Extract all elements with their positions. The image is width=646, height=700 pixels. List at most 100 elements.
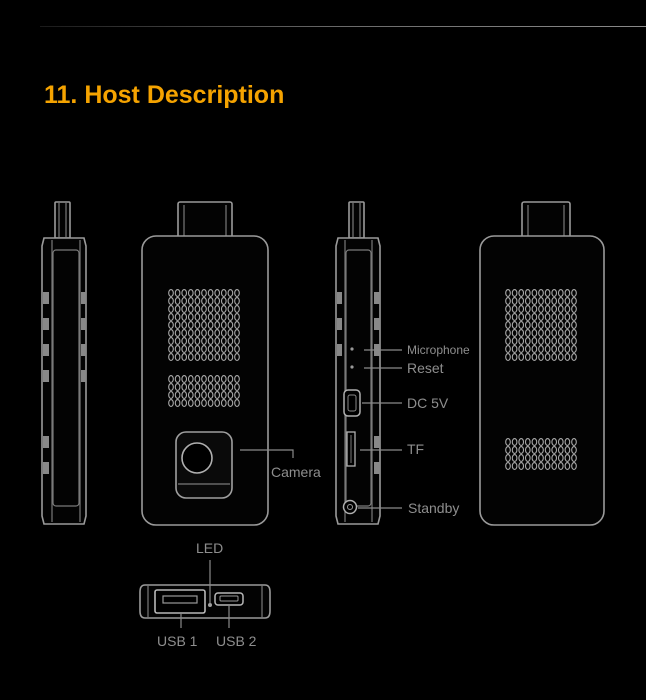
vent-hole	[174, 313, 181, 321]
vent-hole	[214, 353, 221, 361]
vent-hole	[234, 321, 240, 329]
vent-hole	[531, 337, 538, 345]
vent-hole	[518, 321, 525, 329]
vent-grille-lower	[168, 375, 240, 407]
vent-hole	[181, 399, 188, 407]
front-view: Camera	[141, 201, 321, 526]
vent-hole	[544, 289, 551, 297]
vent-hole	[181, 313, 188, 321]
vent-hole	[531, 329, 538, 337]
vent-hole	[531, 313, 538, 321]
vent-hole	[194, 375, 201, 383]
vent-hole	[538, 337, 544, 345]
vent-hole	[201, 345, 207, 353]
vent-hole	[207, 329, 214, 337]
hdmi-plug-front	[177, 201, 233, 240]
vent-hole	[194, 329, 201, 337]
vent-hole	[168, 375, 174, 383]
vent-hole	[571, 305, 577, 313]
camera-lens	[181, 442, 213, 474]
vent-hole	[564, 337, 571, 345]
standby-button	[342, 499, 358, 515]
led-dot	[208, 603, 212, 607]
vent-hole	[551, 446, 558, 454]
vent-hole	[214, 313, 221, 321]
vent-hole	[234, 297, 240, 305]
vent-hole	[505, 454, 511, 462]
vent-hole	[201, 337, 207, 345]
vent-hole	[187, 305, 194, 313]
vent-hole	[557, 337, 564, 345]
vent-hole	[505, 289, 511, 297]
vent-hole	[227, 321, 234, 329]
vent-hole	[524, 337, 531, 345]
vent-hole	[194, 399, 201, 407]
vent-hole	[181, 297, 188, 305]
end-view: LED USB 1 USB 2	[139, 540, 271, 649]
vent-hole	[538, 353, 544, 361]
page-title: 11. Host Description	[44, 81, 285, 109]
vent-hole	[207, 399, 214, 407]
vent-hole	[531, 353, 538, 361]
vent-hole	[194, 353, 201, 361]
led-label: LED	[196, 540, 223, 556]
vent-hole	[551, 329, 558, 337]
vent-hole	[227, 353, 234, 361]
vent-hole	[524, 289, 531, 297]
vent-hole	[511, 313, 518, 321]
vent-hole	[557, 454, 564, 462]
vent-hole	[207, 297, 214, 305]
vent-hole	[207, 305, 214, 313]
reset-hole	[350, 365, 354, 369]
vent-hole	[214, 337, 221, 345]
vent-hole	[227, 345, 234, 353]
vent-hole	[531, 446, 538, 454]
vent-hole	[544, 337, 551, 345]
vent-hole	[201, 297, 207, 305]
vent-hole	[220, 399, 227, 407]
vent-hole	[571, 289, 577, 297]
vent-hole	[531, 438, 538, 446]
vent-hole	[187, 391, 194, 399]
vent-hole	[571, 454, 577, 462]
vent-hole	[194, 305, 201, 313]
vent-hole	[511, 454, 518, 462]
vent-hole	[201, 305, 207, 313]
vent-hole	[505, 345, 511, 353]
camera-label: Camera	[271, 464, 321, 480]
vent-hole	[564, 353, 571, 361]
vent-hole	[227, 399, 234, 407]
hdmi-plug-back	[521, 201, 571, 240]
vent-hole	[544, 305, 551, 313]
vent-hole	[524, 305, 531, 313]
vent-grille-upper	[168, 289, 240, 361]
vent-hole	[194, 391, 201, 399]
vent-hole	[201, 391, 207, 399]
vent-hole	[531, 289, 538, 297]
vent-hole	[168, 337, 174, 345]
vent-hole	[544, 297, 551, 305]
vent-hole	[227, 289, 234, 297]
vent-hole	[201, 399, 207, 407]
vent-hole	[557, 353, 564, 361]
vent-hole	[518, 438, 525, 446]
vent-hole	[187, 337, 194, 345]
vent-hole	[234, 313, 240, 321]
vent-hole	[168, 289, 174, 297]
vent-hole	[168, 329, 174, 337]
vent-hole	[181, 305, 188, 313]
vent-hole	[194, 297, 201, 305]
vent-hole	[505, 353, 511, 361]
reset-label: Reset	[407, 360, 444, 376]
microphone-hole	[350, 347, 354, 351]
vent-hole	[220, 337, 227, 345]
vent-hole	[557, 446, 564, 454]
vent-hole	[551, 345, 558, 353]
vent-hole	[524, 329, 531, 337]
vent-hole	[220, 305, 227, 313]
vent-hole	[571, 462, 577, 470]
vent-hole	[551, 438, 558, 446]
vent-hole	[234, 305, 240, 313]
vent-hole	[518, 313, 525, 321]
